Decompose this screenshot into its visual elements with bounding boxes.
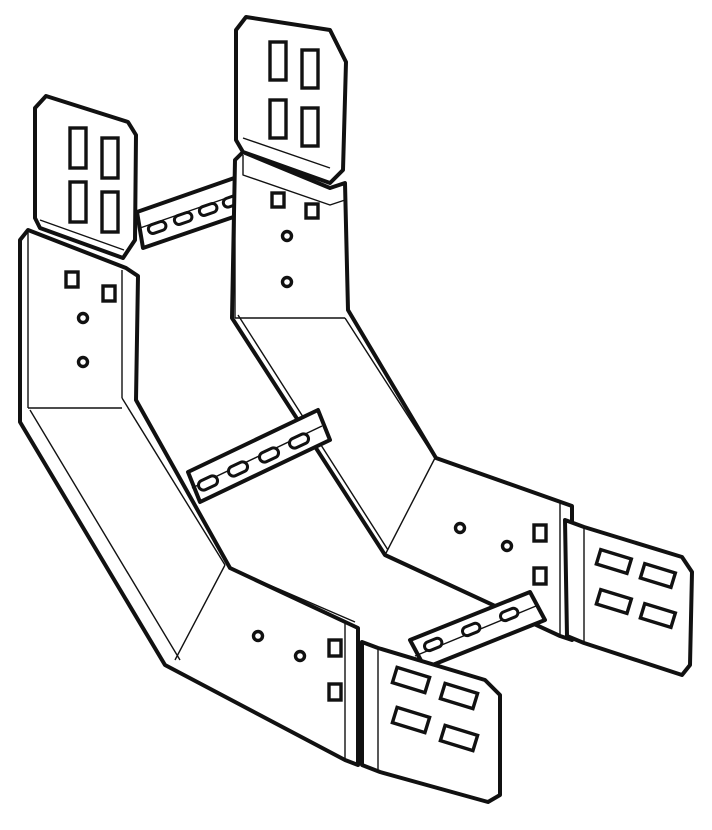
slot-hole: [268, 40, 288, 82]
slot-hole: [300, 106, 320, 148]
front-right-connector-plate: [360, 640, 502, 804]
slot-hole: [68, 126, 88, 170]
slot-hole: [438, 723, 480, 753]
slot-hole: [390, 705, 432, 735]
slot-hole: [594, 547, 634, 576]
middle-rung: [186, 408, 332, 504]
square-hole: [532, 566, 548, 586]
slot-hole: [438, 681, 480, 711]
back-side-rail: [230, 150, 574, 642]
slot-hole: [100, 190, 120, 234]
square-hole: [532, 523, 548, 543]
back-top-connector-plate: [234, 15, 348, 185]
square-hole: [327, 682, 343, 702]
square-hole: [327, 638, 343, 658]
slot-hole: [390, 665, 432, 695]
square-hole: [304, 202, 320, 220]
slot-hole: [594, 587, 634, 616]
slot-hole: [638, 601, 678, 630]
front-top-connector-plate: [33, 94, 138, 260]
back-right-connector-plate: [563, 518, 694, 677]
slot-hole: [68, 180, 88, 224]
square-hole: [64, 270, 80, 289]
top-rung: [135, 174, 250, 250]
bottom-rung: [408, 590, 547, 670]
slot-hole: [268, 98, 288, 140]
slot-hole: [638, 561, 678, 590]
square-hole: [270, 191, 286, 209]
square-hole: [101, 284, 117, 303]
slot-hole: [100, 136, 120, 180]
slot-hole: [300, 48, 320, 90]
front-side-rail: [18, 228, 360, 767]
